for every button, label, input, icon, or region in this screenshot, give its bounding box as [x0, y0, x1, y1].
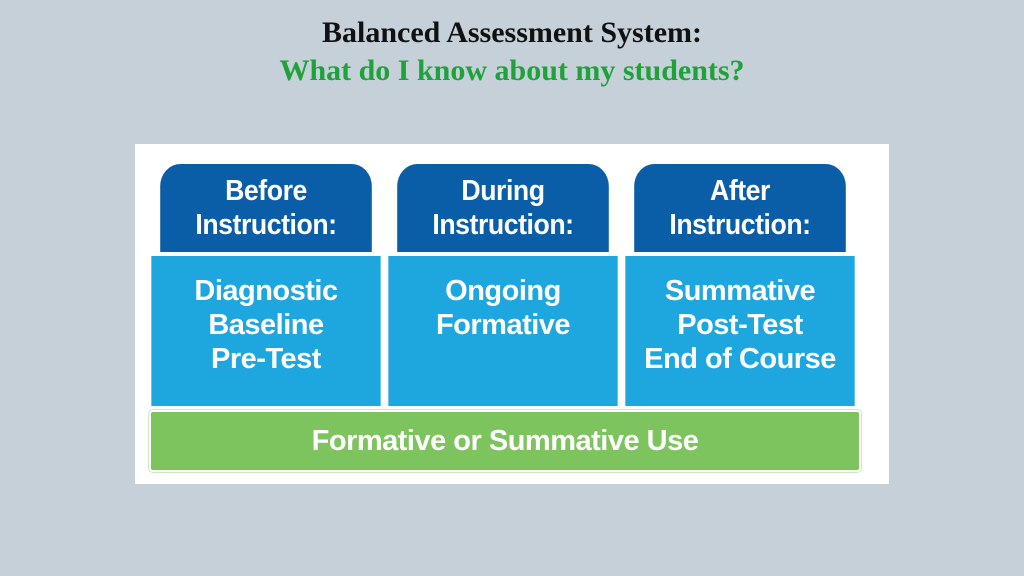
body-line: Post-Test	[677, 309, 803, 341]
column-body-before: Diagnostic Baseline Pre-Test	[151, 256, 381, 406]
header-line: Instruction:	[195, 209, 337, 241]
column-before: Before Instruction: Diagnostic Baseline …	[151, 164, 381, 406]
column-body-during: Ongoing Formative	[388, 256, 618, 406]
header-line: During	[461, 175, 545, 207]
header-line: Instruction:	[432, 209, 574, 241]
title-main: Balanced Assessment System:	[322, 16, 702, 49]
body-line: Ongoing	[445, 275, 561, 307]
header-line: Instruction:	[669, 209, 811, 241]
column-header-during: During Instruction:	[397, 164, 609, 252]
column-after: After Instruction: Summative Post-Test E…	[625, 164, 855, 406]
assessment-diagram: Before Instruction: Diagnostic Baseline …	[135, 144, 889, 484]
slide-title: Balanced Assessment System: What do I kn…	[0, 14, 1024, 90]
body-line: End of Course	[644, 343, 836, 375]
column-header-before: Before Instruction:	[160, 164, 372, 252]
body-line: Formative	[435, 309, 571, 341]
body-line: Summative	[664, 275, 816, 307]
column-during: During Instruction: Ongoing Formative	[388, 164, 618, 406]
header-line: After	[710, 175, 770, 207]
formative-summative-bar: Formative or Summative Use	[149, 410, 861, 472]
column-body-after: Summative Post-Test End of Course	[625, 256, 855, 406]
body-line: Diagnostic	[194, 275, 338, 307]
column-header-after: After Instruction:	[634, 164, 846, 252]
title-subtitle: What do I know about my students?	[279, 54, 745, 87]
body-line: Baseline	[208, 309, 324, 341]
body-line: Pre-Test	[211, 343, 321, 375]
header-line: Before	[225, 175, 307, 207]
